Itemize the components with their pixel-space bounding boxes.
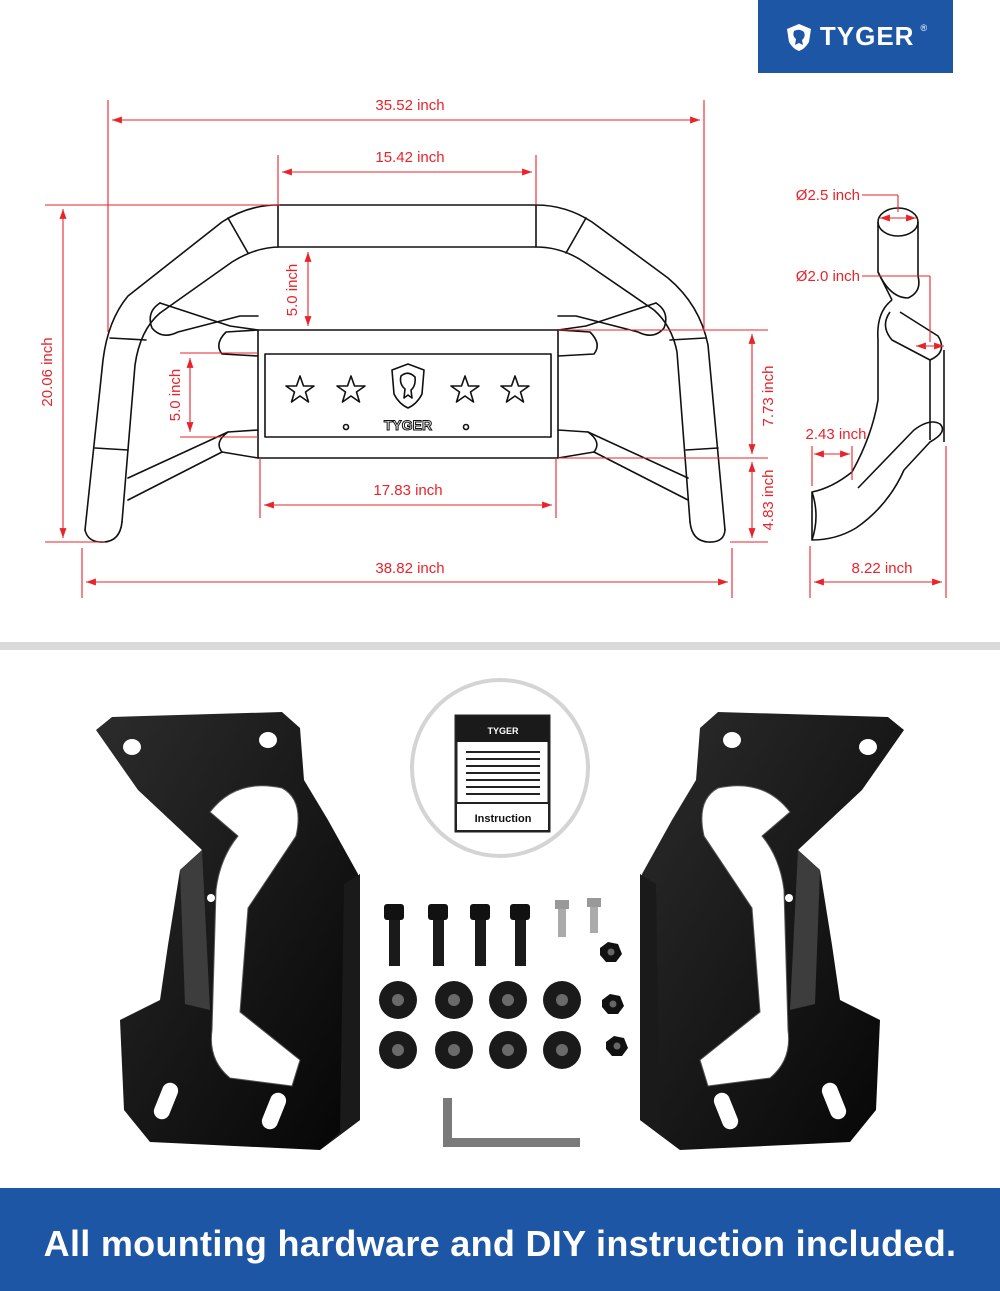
plate-decoration bbox=[285, 363, 530, 431]
bolt bbox=[470, 904, 490, 966]
dim-overall-width: 38.82 inch bbox=[375, 560, 444, 577]
dim-lower-gap: 5.0 inch bbox=[167, 369, 184, 422]
brand-logo: TYGER ® bbox=[758, 0, 953, 73]
dim-overall-height: 20.06 inch bbox=[39, 337, 56, 406]
dim-depth: 8.22 inch bbox=[852, 560, 913, 577]
small-screw bbox=[555, 900, 569, 937]
star-icon bbox=[285, 375, 315, 403]
banner-text: All mounting hardware and DIY instructio… bbox=[43, 1222, 957, 1264]
dim-lower-tube-diameter: Ø2.0 inch bbox=[796, 268, 860, 285]
hardware-illustration: TYGER Instruction bbox=[96, 678, 904, 1150]
bull-bar-side-view bbox=[811, 207, 945, 541]
dim-upper-gap: 5.0 inch bbox=[284, 264, 301, 317]
dim-plate-height: 7.73 inch bbox=[760, 366, 777, 427]
front-dimension-lines bbox=[45, 100, 768, 598]
small-screw bbox=[587, 898, 601, 933]
side-dimension-lines bbox=[809, 194, 947, 598]
instruction-brand: TYGER bbox=[487, 726, 519, 736]
washers bbox=[379, 981, 581, 1069]
dim-top-outer-width: 35.52 inch bbox=[375, 97, 444, 114]
instruction-manual bbox=[410, 678, 590, 858]
dim-upper-tube-diameter: Ø2.5 inch bbox=[796, 187, 860, 204]
star-icon bbox=[450, 375, 480, 403]
dim-bottom-height: 4.83 inch bbox=[760, 470, 777, 531]
star-icon bbox=[336, 375, 366, 403]
dim-plate-width: 17.83 inch bbox=[373, 482, 442, 499]
bolt bbox=[428, 904, 448, 966]
right-mounting-bracket bbox=[640, 712, 904, 1150]
plate-brand-text: TYGER bbox=[384, 417, 432, 433]
lion-shield-icon bbox=[786, 23, 811, 51]
instruction-title: Instruction bbox=[475, 813, 532, 825]
bolt bbox=[510, 904, 530, 966]
section-divider bbox=[0, 642, 1000, 650]
bolt bbox=[384, 904, 404, 966]
dimension-drawing: TYGER 35.52 inch 15.42 inch 5.0 inch 20.… bbox=[39, 97, 947, 598]
left-mounting-bracket bbox=[96, 712, 360, 1150]
bottom-banner: All mounting hardware and DIY instructio… bbox=[0, 1188, 1000, 1291]
nuts bbox=[600, 942, 628, 1056]
star-icon bbox=[500, 375, 530, 403]
brand-name: TYGER bbox=[819, 21, 915, 51]
bolts bbox=[384, 898, 601, 966]
dim-offset: 2.43 inch bbox=[806, 426, 867, 443]
registered-mark: ® bbox=[920, 22, 928, 33]
allen-key-icon bbox=[443, 1098, 580, 1147]
lion-shield-icon bbox=[391, 363, 425, 409]
dim-top-bar-width: 15.42 inch bbox=[375, 149, 444, 166]
